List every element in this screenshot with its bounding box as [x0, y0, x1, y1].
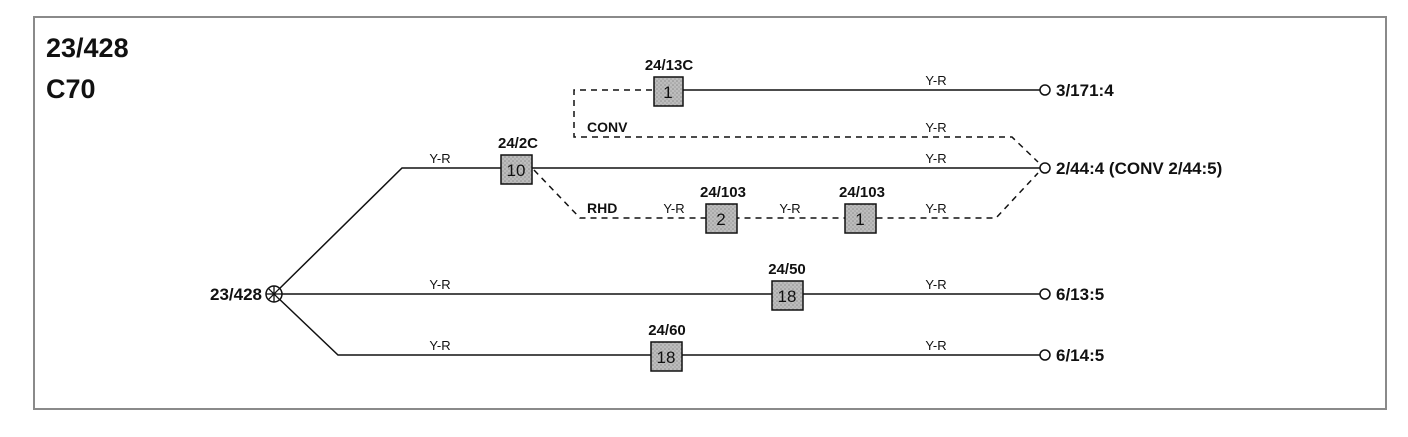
- wire-color-label: Y-R: [429, 277, 450, 292]
- terminal-icon: [1039, 349, 1051, 361]
- wire-color-label: Y-R: [925, 338, 946, 353]
- connector-24-103-b-pin: 1: [855, 210, 864, 229]
- rhd-branch-label: RHD: [587, 200, 617, 216]
- connector-24-103-b-box: [844, 203, 877, 234]
- connector-24-13c-box: [653, 76, 684, 107]
- wire-rhd-branch: [533, 169, 1039, 219]
- splice-node-icon: [265, 285, 283, 303]
- wire-color-label: Y-R: [925, 73, 946, 88]
- connector-24-60-label: 24/60: [648, 322, 686, 339]
- wire-color-label: Y-R: [429, 338, 450, 353]
- diagram-code: 23/428: [46, 33, 129, 63]
- terminal-label-6-13-5: 6/13:5: [1056, 285, 1104, 304]
- wire-2-44-4: [273, 167, 1040, 295]
- wire-color-label: Y-R: [925, 120, 946, 135]
- wire-color-label: Y-R: [925, 201, 946, 216]
- wires: [273, 89, 1040, 356]
- diagram-model: C70: [46, 74, 96, 104]
- connector-24-103-a-label: 24/103: [700, 184, 746, 201]
- terminal-icon: [1039, 84, 1051, 96]
- terminal-label-6-14-5: 6/14:5: [1056, 346, 1104, 365]
- connector-24-13c-pin: 1: [663, 83, 672, 102]
- terminal-icon: [1039, 162, 1051, 174]
- connector-24-2c-label: 24/2C: [498, 135, 538, 152]
- terminal-label-3-171-4: 3/171:4: [1056, 81, 1114, 100]
- connector-24-13c-label: 24/13C: [645, 57, 694, 74]
- diagram-frame: [33, 16, 1387, 410]
- connector-24-103-a-box: [705, 203, 738, 234]
- connector-24-60-pin: 18: [657, 348, 676, 367]
- conv-branch-label: CONV: [587, 119, 628, 135]
- terminal-label-2-44-4: 2/44:4 (CONV 2/44:5): [1056, 159, 1222, 178]
- wire-color-label: Y-R: [925, 277, 946, 292]
- connector-24-50-label: 24/50: [768, 261, 806, 278]
- dashed-wires: [533, 89, 1039, 219]
- wire-6-14-5: [273, 293, 1040, 356]
- wire-conv-branch: [573, 89, 1039, 163]
- connector-24-2c-box: [500, 154, 533, 185]
- connector-24-50-box: [771, 280, 804, 311]
- connector-24-50-pin: 18: [778, 287, 797, 306]
- connector-24-2c-pin: 10: [507, 161, 526, 180]
- connector-24-60-box: [650, 341, 683, 372]
- wire-color-label: Y-R: [663, 201, 684, 216]
- wire-color-label: Y-R: [779, 201, 800, 216]
- connector-24-103-a-pin: 2: [716, 210, 725, 229]
- terminal-icon: [1039, 288, 1051, 300]
- source-node-label: 23/428: [210, 285, 262, 304]
- connector-24-103-b-label: 24/103: [839, 184, 885, 201]
- wire-color-label: Y-R: [925, 151, 946, 166]
- wire-color-label: Y-R: [429, 151, 450, 166]
